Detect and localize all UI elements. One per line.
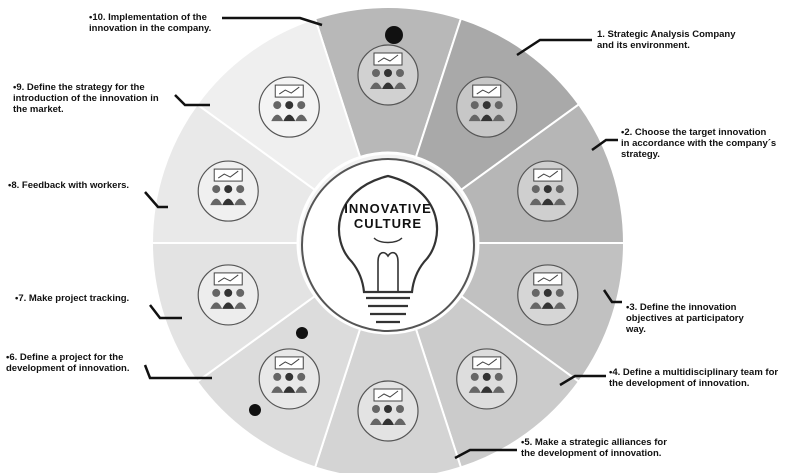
lightbulb-money-icon bbox=[357, 44, 419, 106]
step-10-label: •10. Implementation of the innovation in… bbox=[89, 12, 212, 34]
leader-line-step-2 bbox=[591, 138, 618, 152]
meeting-table-icon bbox=[517, 264, 579, 326]
step-2-label: •2. Choose the target innovation in acco… bbox=[621, 127, 777, 160]
center-title-line2: CULTURE bbox=[354, 216, 422, 231]
dot-icon bbox=[296, 327, 308, 339]
leader-line-step-10 bbox=[222, 16, 323, 27]
step-3-label: •3. Define the innovation objectives at … bbox=[626, 302, 744, 335]
tracking-icon bbox=[197, 264, 259, 326]
leader-line-step-9 bbox=[174, 94, 210, 107]
project-board-icon bbox=[258, 348, 320, 410]
leader-line-group bbox=[143, 16, 622, 460]
step-8-label: •8. Feedback with workers. bbox=[8, 180, 130, 191]
leader-line-step-8 bbox=[144, 191, 168, 209]
team-cycle-icon bbox=[456, 348, 518, 410]
icon-group bbox=[197, 26, 579, 442]
leader-line-step-3 bbox=[602, 289, 622, 304]
lightbulb-icon bbox=[338, 174, 438, 324]
presentation-icon bbox=[456, 76, 518, 138]
dot-icon bbox=[249, 404, 261, 416]
strategy-circle-icon bbox=[258, 76, 320, 138]
feedback-icon bbox=[197, 160, 259, 222]
leader-line-step-4 bbox=[559, 374, 606, 387]
center-circle bbox=[301, 158, 475, 332]
dot-icon bbox=[385, 26, 403, 44]
step-7-label: •7. Make project tracking. bbox=[15, 293, 130, 304]
center-hub: INNOVATIVE CULTURE bbox=[301, 158, 475, 332]
leader-line-step-5 bbox=[454, 448, 517, 460]
center-title-line1: INNOVATIVE bbox=[344, 201, 432, 216]
step-1-label: 1. Strategic Analysis Company and its en… bbox=[597, 29, 736, 51]
handshake-icon bbox=[357, 380, 419, 442]
step-5-label: •5. Make a strategic alliances for the d… bbox=[521, 437, 667, 459]
leader-line-step-1 bbox=[516, 38, 592, 57]
step-9-label: •9. Define the strategy for the introduc… bbox=[13, 82, 159, 115]
step-4-label: •4. Define a multidisciplinary team for … bbox=[609, 367, 779, 389]
leader-line-step-7 bbox=[149, 304, 182, 320]
target-icon bbox=[517, 160, 579, 222]
leader-line-step-6 bbox=[143, 364, 212, 380]
step-6-label: •6. Define a project for the development… bbox=[6, 352, 130, 374]
